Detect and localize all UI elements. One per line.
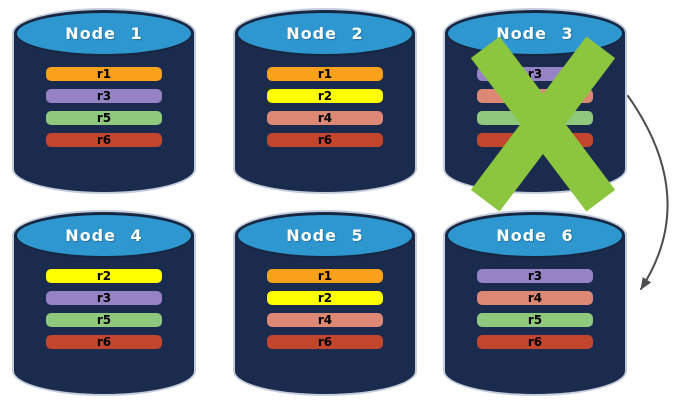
node-cylinder-5: Node 5 r1 r2 r4 r6: [233, 210, 417, 396]
replica-bar: r5: [46, 111, 162, 125]
replica-bar: r4: [267, 111, 383, 125]
replica-bar: r1: [267, 67, 383, 81]
node-title: Node 1: [65, 24, 143, 43]
replica-bar: r1: [267, 269, 383, 283]
replica-bar: r6: [267, 133, 383, 147]
replica-bar: r4: [477, 291, 593, 305]
replica-bar: r5: [477, 313, 593, 327]
replica-bar: r4: [267, 313, 383, 327]
replica-bar: r2: [267, 89, 383, 103]
replica-list: r1 r3 r5 r6: [46, 67, 162, 147]
replica-label: r2: [96, 269, 112, 283]
replica-label: r6: [527, 133, 543, 147]
replica-bar: r6: [477, 335, 593, 349]
node-title: Node 5: [286, 226, 364, 245]
replica-label: r4: [317, 313, 333, 327]
replica-label: r1: [96, 67, 112, 81]
replica-label: r6: [96, 133, 112, 147]
replica-label: r3: [527, 269, 543, 283]
cylinder-top: Node 3: [446, 11, 624, 56]
node-cylinder-3: Node 3 r3 r4 r5 r6: [443, 8, 627, 212]
replica-list: r1 r2 r4 r6: [267, 269, 383, 349]
cylinder-top: Node 6: [446, 213, 624, 258]
arrow-curve: [627, 95, 669, 290]
replica-label: r5: [527, 111, 543, 125]
replica-bar: r4: [477, 89, 593, 103]
replica-bar: r1: [46, 67, 162, 81]
replica-bar: r6: [46, 335, 162, 349]
replica-label: r6: [96, 335, 112, 349]
replica-label: r4: [317, 111, 333, 125]
replica-label: r3: [96, 291, 112, 305]
replica-label: r6: [527, 335, 543, 349]
replica-list: r1 r2 r4 r6: [267, 67, 383, 147]
replica-label: r6: [317, 133, 333, 147]
replica-label: r4: [527, 89, 543, 103]
replica-bar: r6: [267, 335, 383, 349]
replica-label: r6: [317, 335, 333, 349]
replica-label: r1: [317, 67, 333, 81]
node-title: Node 2: [286, 24, 364, 43]
replica-list: r2 r3 r5 r6: [46, 269, 162, 349]
replica-bar: r3: [46, 89, 162, 103]
replica-bar: r3: [477, 67, 593, 81]
node-title: Node 3: [496, 24, 574, 43]
cylinder-top: Node 1: [15, 11, 193, 56]
replica-bar: r3: [46, 291, 162, 305]
cylinder-top: Node 2: [236, 11, 414, 56]
replica-bar: r2: [46, 269, 162, 283]
node-cylinder-2: Node 2 r1 r2 r4 r6: [233, 8, 417, 194]
replica-label: r5: [96, 313, 112, 327]
cylinder-top: Node 4: [15, 213, 193, 258]
replica-label: r2: [317, 89, 333, 103]
node-cylinder-6: Node 6 r3 r4 r5 r6: [443, 210, 627, 396]
node-title: Node 4: [65, 226, 143, 245]
replica-bar: r2: [267, 291, 383, 305]
replica-label: r1: [317, 269, 333, 283]
replica-bar: r5: [477, 111, 593, 125]
replica-bar: r6: [477, 133, 593, 147]
replica-label: r4: [527, 291, 543, 305]
replica-label: r5: [96, 111, 112, 125]
replica-label: r3: [527, 67, 543, 81]
replica-list: r3 r4 r5 r6: [477, 67, 593, 147]
replica-bar: r3: [477, 269, 593, 283]
replica-list: r3 r4 r5 r6: [477, 269, 593, 349]
replica-label: r5: [527, 313, 543, 327]
replica-label: r3: [96, 89, 112, 103]
replica-label: r2: [317, 291, 333, 305]
node-cylinder-1: Node 1 r1 r3 r5 r6: [12, 8, 196, 194]
node-cylinder-4: Node 4 r2 r3 r5 r6: [12, 210, 196, 396]
replica-bar: r5: [46, 313, 162, 327]
cylinder-top: Node 5: [236, 213, 414, 258]
replica-bar: r6: [46, 133, 162, 147]
node-title: Node 6: [496, 226, 574, 245]
